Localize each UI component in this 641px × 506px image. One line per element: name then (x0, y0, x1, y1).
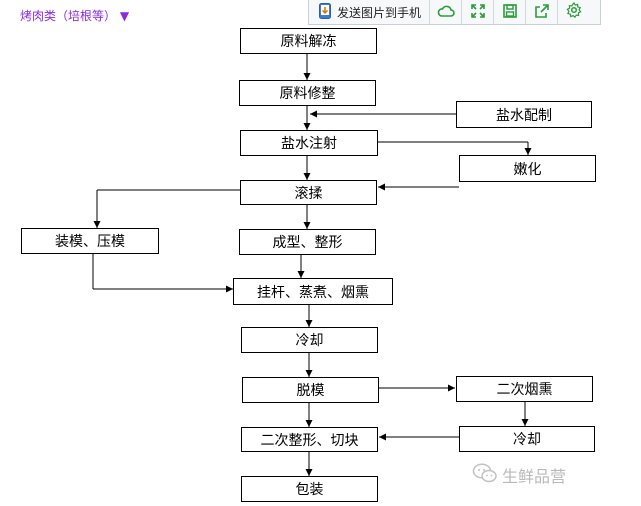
share-icon (534, 3, 549, 22)
category-dropdown[interactable]: 烤肉类（培根等） ▼ (20, 7, 129, 24)
cloud-button[interactable] (430, 0, 463, 24)
save-icon (502, 3, 517, 22)
step-hang-cook-smoke: 挂杆、蒸煮、烟熏 (233, 278, 393, 305)
save-button[interactable] (494, 0, 527, 24)
fullscreen-icon (470, 3, 485, 22)
step-package: 包装 (241, 476, 378, 502)
settings-icon (566, 2, 582, 22)
step-cool-1: 冷却 (241, 327, 378, 353)
wechat-icon (472, 463, 498, 487)
step-demold: 脱模 (242, 377, 379, 403)
step-tenderize: 嫩化 (459, 155, 596, 182)
phone-icon (319, 2, 331, 22)
watermark: 生鲜品营 (472, 463, 566, 487)
step-raw-thaw: 原料解冻 (240, 28, 377, 54)
step-raw-trim: 原料修整 (239, 80, 376, 106)
share-button[interactable] (526, 0, 559, 24)
step-brine-inject: 盐水注射 (240, 130, 378, 156)
watermark-text: 生鲜品营 (502, 467, 567, 486)
fullscreen-button[interactable] (462, 0, 495, 24)
step-tumble: 滚揉 (240, 180, 377, 205)
step-second-cut: 二次整形、切块 (241, 427, 378, 452)
step-cool-2: 冷却 (459, 426, 595, 452)
send-to-phone-button[interactable]: 发送图片到手机 (309, 0, 431, 24)
cloud-icon (437, 3, 455, 22)
category-label: 烤肉类（培根等） (20, 9, 117, 23)
send-to-phone-label: 发送图片到手机 (337, 5, 422, 20)
settings-button[interactable] (558, 0, 589, 24)
step-shaping: 成型、整形 (239, 229, 376, 255)
chevron-down-icon: ▼ (119, 9, 130, 23)
image-toolbar: 发送图片到手机 (308, 0, 601, 25)
step-brine-prep: 盐水配制 (456, 101, 592, 128)
step-mold-press: 装模、压模 (21, 228, 159, 254)
step-second-smoke: 二次烟熏 (456, 376, 593, 402)
